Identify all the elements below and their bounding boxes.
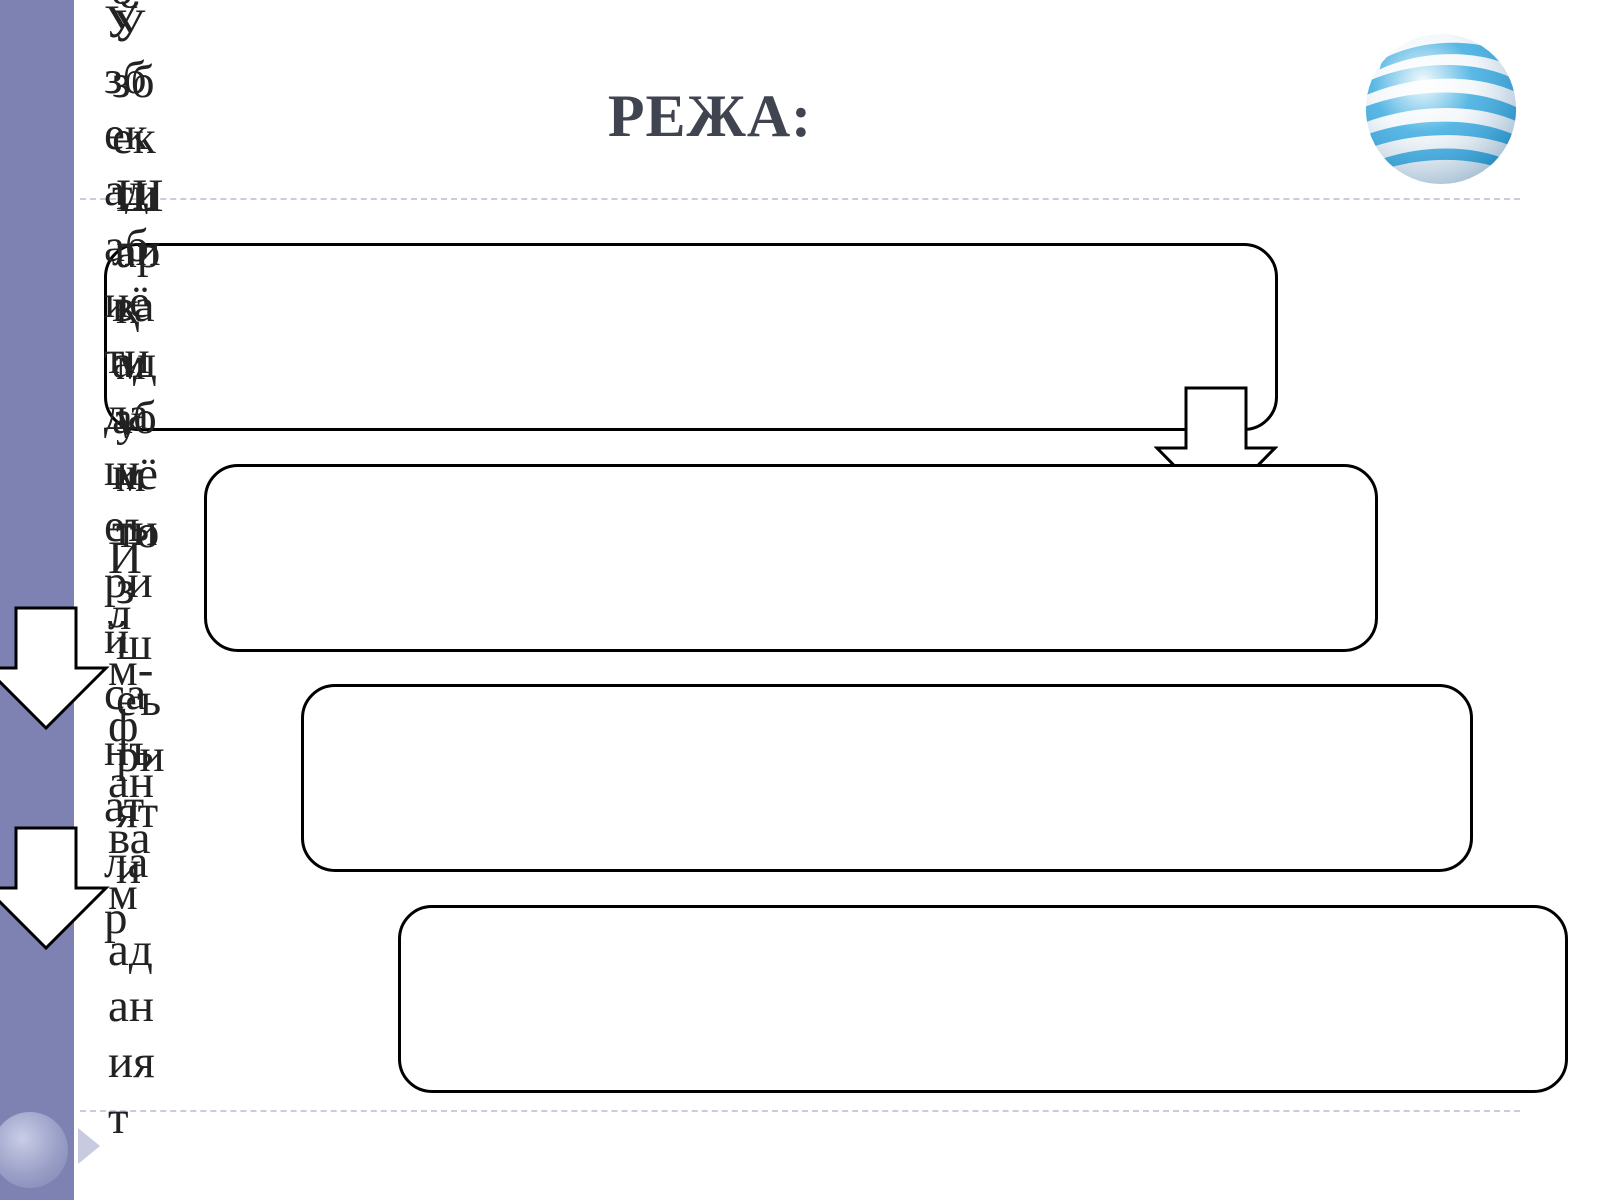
down-arrow-icon — [0, 606, 110, 730]
nav-circle-icon[interactable] — [0, 1112, 68, 1188]
page-title: РЕЖА: — [607, 83, 813, 149]
down-arrow-icon — [0, 826, 110, 950]
diagram-box-3 — [301, 684, 1473, 872]
box-1-text: Ўзбек адабиётида шеърий санъатлар — [104, 0, 154, 944]
next-triangle-icon[interactable] — [78, 1128, 100, 1164]
bottom-divider — [80, 1110, 1520, 1112]
top-divider — [80, 198, 1520, 200]
box-2-text: Илм-фан ва маданият — [108, 532, 155, 1144]
att-globe-logo — [1365, 33, 1517, 185]
diagram-box-4 — [398, 905, 1568, 1093]
sidebar-band — [0, 0, 74, 1200]
diagram-box-2 — [204, 464, 1378, 652]
diagram-box-1 — [104, 243, 1278, 431]
box-4-text: Шарқ мумтоз шеърияти — [116, 170, 165, 894]
box-3-text: Ўзбек тили ва адабиёти — [112, 0, 161, 556]
